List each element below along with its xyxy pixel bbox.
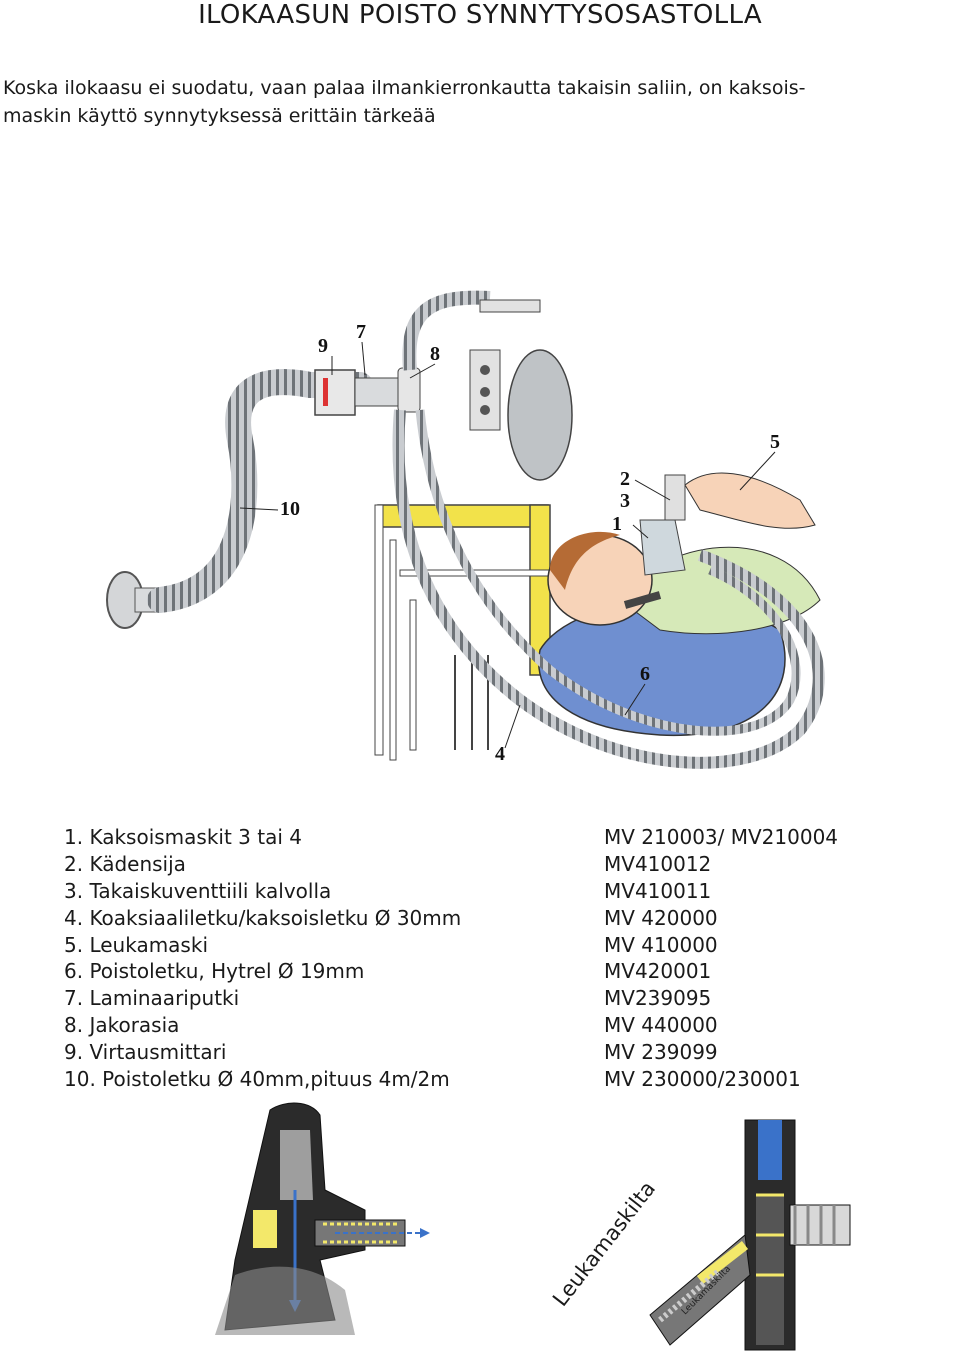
intro-paragraph: Koska ilokaasu ei suodatu, vaan palaa il… xyxy=(3,74,953,130)
coaxial-hose-4 xyxy=(392,409,825,769)
bed-frame xyxy=(374,504,551,761)
page-title: ILOKAASUN POISTO SYNNYTYSOSASTOLLA xyxy=(198,0,762,30)
exhaust-hose-10 xyxy=(147,369,373,613)
y-piece-cross-section: Leukamaskilta xyxy=(649,1119,851,1351)
label-5: 5 xyxy=(770,431,780,453)
label-4: 4 xyxy=(495,743,505,765)
ceiling-hose xyxy=(402,290,491,371)
label-1: 1 xyxy=(612,513,622,535)
label-7: 7 xyxy=(356,321,366,343)
label-6: 6 xyxy=(640,663,650,685)
breathing-bag xyxy=(507,349,573,481)
label-9: 9 xyxy=(318,335,328,357)
label-8: 8 xyxy=(430,343,440,365)
label-3: 3 xyxy=(620,490,630,512)
chin-mask-5 xyxy=(623,591,662,609)
intro-line-1: Koska ilokaasu ei suodatu, vaan palaa il… xyxy=(3,77,806,99)
mask-valve-cross-section xyxy=(215,1102,430,1335)
gas-panel xyxy=(469,299,541,431)
scavenging-system-illustration: 9 7 8 5 2 3 1 10 6 4 xyxy=(106,290,825,769)
double-mask-1 xyxy=(639,519,686,576)
exhaust-hose-6 xyxy=(415,409,801,736)
handle-2 xyxy=(664,474,686,521)
flowmeter-9 xyxy=(314,369,356,416)
laminar-tube-7 xyxy=(354,377,401,407)
intro-line-2: maskin käyttö synnytyksessä erittäin tär… xyxy=(3,105,436,127)
label-10: 10 xyxy=(280,498,300,520)
label-2: 2 xyxy=(620,468,630,490)
